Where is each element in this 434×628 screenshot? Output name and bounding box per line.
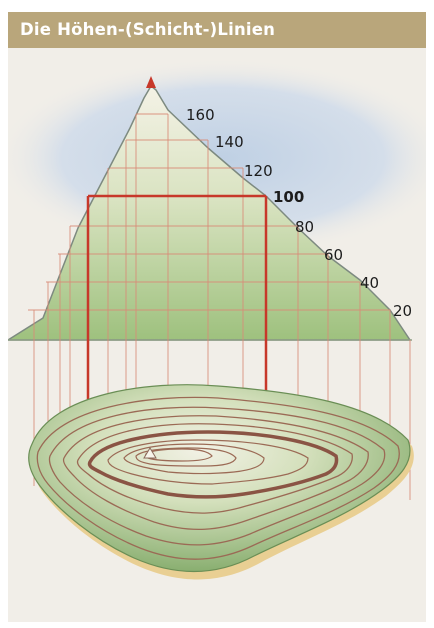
contour-line-120 xyxy=(107,439,309,485)
elevation-label-120: 120 xyxy=(244,162,273,180)
contour-line-100 xyxy=(87,430,339,499)
contour-diagram: 160 140 120 100 80 60 40 20 xyxy=(8,58,426,580)
elevation-label-60: 60 xyxy=(324,246,343,264)
contour-line-40 xyxy=(48,406,386,546)
elevation-label-80: 80 xyxy=(295,218,314,236)
land-base xyxy=(28,384,411,573)
contour-line-160 xyxy=(135,447,237,467)
elevation-label-100: 100 xyxy=(273,188,304,206)
contour-line-60 xyxy=(62,415,369,531)
contour-map xyxy=(28,384,414,580)
elevation-label-20: 20 xyxy=(393,302,412,320)
summit-marker xyxy=(146,76,156,88)
contour-line-20 xyxy=(36,396,400,560)
elevation-label-140: 140 xyxy=(215,133,244,151)
summit-icon xyxy=(143,447,157,459)
page-title: Die Höhen-(Schicht-)Linien xyxy=(20,20,276,39)
elevation-label-40: 40 xyxy=(360,274,379,292)
contour-line-80 xyxy=(76,423,353,514)
diagram-card: Die Höhen-(Schicht-)Linien xyxy=(8,12,426,622)
header-bar: Die Höhen-(Schicht-)Linien xyxy=(8,12,426,48)
elevation-label-160: 160 xyxy=(186,106,215,124)
contour-line-140 xyxy=(123,443,265,475)
